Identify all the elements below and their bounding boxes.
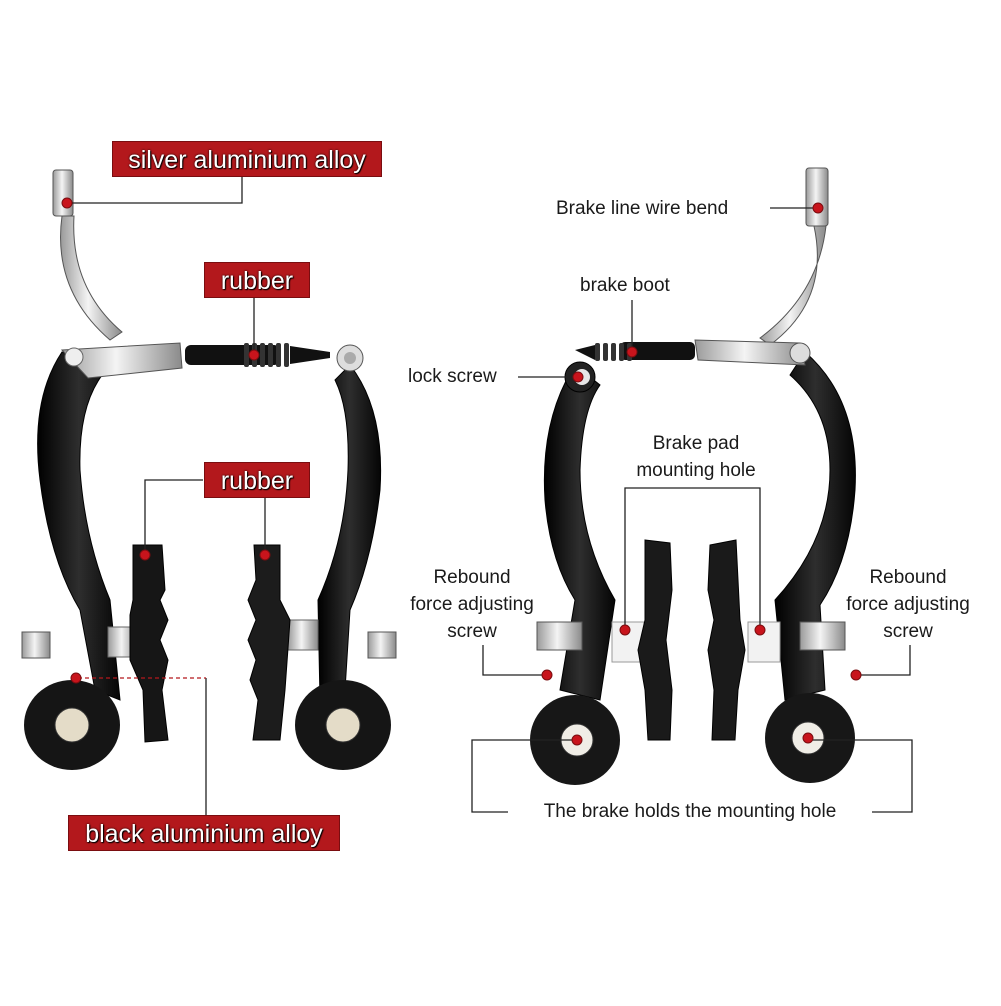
left-pivot-icon [24,680,120,770]
label-rebound-screw-left: Rebound force adjusting screw [398,564,546,645]
right-pivot-icon [295,680,391,770]
label-line: Rebound [869,567,947,588]
left-brake-pad-icon [129,544,169,743]
label-rubber-pads: rubber [204,462,310,498]
noodle-wire-bend-icon [759,167,829,346]
rear-left-arm-icon [543,364,616,701]
label-brake-pad-mounting-hole: Brake pad mounting hole [626,430,766,484]
label-line: screw [883,621,933,642]
label-line: Rebound [433,567,511,588]
right-brake-pad-icon [247,544,291,741]
brake-boot-icon [575,342,695,361]
label-brake-boot: brake boot [580,275,670,296]
label-brake-mounting-hole: The brake holds the mounting hole [543,801,837,822]
rear-left-brake-pad-icon [637,539,673,741]
cable-carrier-icon [60,342,183,379]
label-silver-aluminium-alloy: silver aluminium alloy [112,141,382,177]
label-line: screw [447,621,497,642]
label-line: mounting hole [636,460,756,481]
label-black-aluminium-alloy: black aluminium alloy [68,815,340,851]
left-brake-illustration [21,169,397,770]
right-brake-illustration [530,167,856,785]
marker-dots [61,197,862,746]
rear-right-brake-pad-icon [707,539,746,741]
label-line: force adjusting [846,594,970,615]
label-line: Brake pad [652,433,740,454]
label-lock-screw: lock screw [408,366,497,387]
noodle-cable-guide-icon [52,169,123,341]
label-rebound-screw-right: Rebound force adjusting screw [834,564,982,645]
leader-lines [70,177,913,816]
label-line: force adjusting [410,594,534,615]
label-brake-line-wire-bend: Brake line wire bend [556,198,729,219]
label-rubber-boot: rubber [204,262,310,298]
